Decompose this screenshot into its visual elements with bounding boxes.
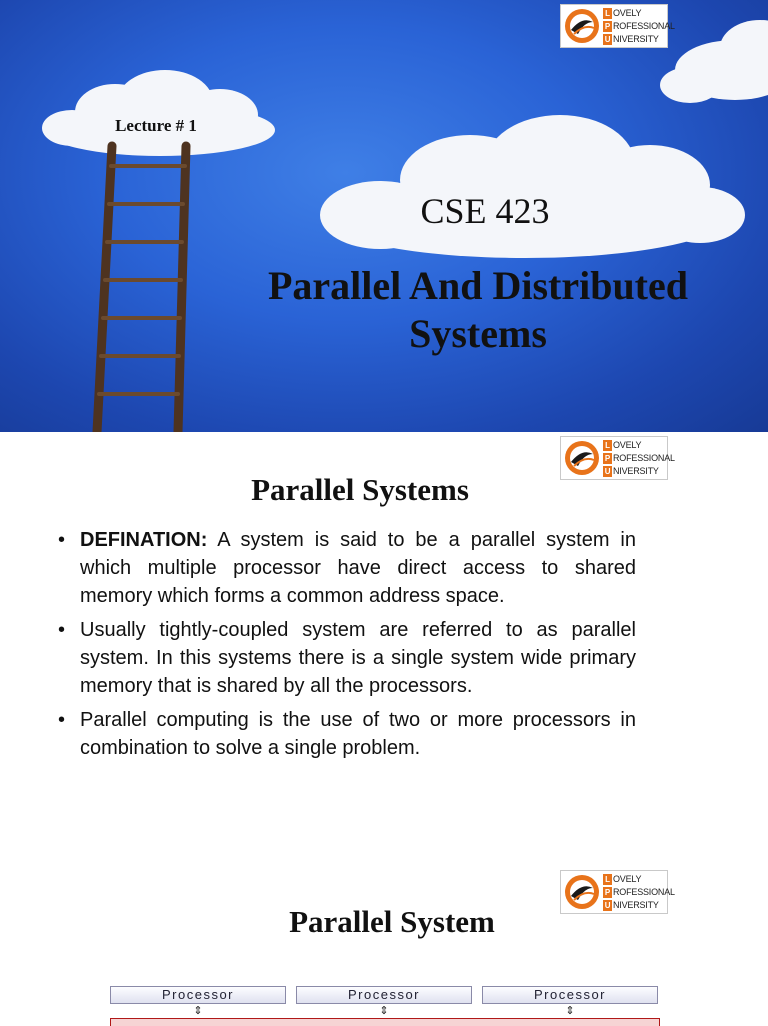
university-emblem-icon [565,875,599,909]
cloud-left [42,70,275,156]
bullet-item: •Usually tightly-coupled system are refe… [56,616,636,700]
shared-memory-diagram: Processor Processor Processor ⇕ ⇕ ⇕ [110,986,660,1026]
bullet-item: •Parallel computing is the use of two or… [56,706,636,762]
bidirectional-arrow-icon: ⇕ [565,1005,575,1017]
ladder [92,141,191,432]
course-code: CSE 423 [420,191,550,231]
university-emblem-icon [565,441,599,475]
sky-scene [42,20,768,432]
processor-box: Processor [110,986,286,1004]
university-emblem-icon [565,9,599,43]
bullet-icon: • [58,619,66,641]
lecture-number: Lecture # 1 [115,116,197,135]
cloud-right [660,20,768,103]
bullet-item: •DEFINATION: A system is said to be a pa… [56,526,636,610]
processor-box: Processor [482,986,658,1004]
shared-memory-bar [110,1018,660,1026]
title-slide: Lecture # 1 CSE 423 Parallel And Distrib… [0,0,768,432]
bidirectional-arrow-icon: ⇕ [193,1005,203,1017]
course-title: Parallel And Distributed Systems [267,263,689,356]
slide-title: Parallel Systems [251,472,469,507]
bullet-list: •DEFINATION: A system is said to be a pa… [56,526,636,768]
bullet-icon: • [58,709,66,731]
bullet-icon: • [58,529,66,551]
slide-title: Parallel System [289,904,495,939]
bidirectional-arrow-icon: ⇕ [379,1005,389,1017]
processor-box: Processor [296,986,472,1004]
cloud-middle [320,115,745,258]
